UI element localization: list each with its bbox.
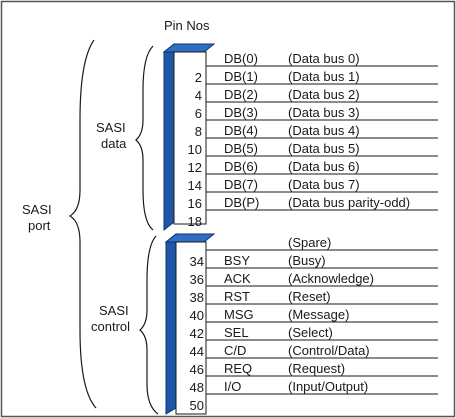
control-pin-signal-description: (Acknowledge)	[288, 271, 374, 286]
control-pin-pin-number: 40	[190, 308, 204, 323]
data-pin-signal-name: DB(7)	[224, 177, 258, 192]
control-pin-signal-description: (Busy)	[288, 253, 326, 268]
sasi-data-label-line2: data	[101, 136, 127, 151]
control-pin-pin-number: 44	[190, 344, 204, 359]
control-pin-rows: 34 (Spare) 36 BSY (Busy) 38 ACK (Acknowledge) 40…	[190, 235, 438, 413]
data-pin-signal-description: (Data bus parity-odd)	[288, 195, 410, 210]
data-pin-signal-description: (Data bus 4)	[288, 123, 360, 138]
data-pin-signal-name: DB(2)	[224, 87, 258, 102]
control-pin-signal-description: (Control/Data)	[288, 343, 370, 358]
data-pin-signal-description: (Data bus 5)	[288, 141, 360, 156]
data-pin-pin-number: 18	[188, 214, 202, 229]
control-pin-signal-description: (Select)	[288, 325, 333, 340]
control-pin-signal-name: C/D	[224, 343, 246, 358]
data-pin-pin-number: 16	[188, 196, 202, 211]
data-pin-signal-description: (Data bus 3)	[288, 105, 360, 120]
control-pin-signal-description: (Spare)	[288, 235, 331, 250]
data-pin-pin-number: 4	[195, 88, 202, 103]
control-pin-pin-number: 36	[190, 272, 204, 287]
control-pin-signal-name: REQ	[224, 361, 252, 376]
data-pin-signal-name: DB(5)	[224, 141, 258, 156]
sasi-data-brace	[135, 45, 154, 231]
sasi-control-label-line1: SASI	[99, 303, 129, 318]
data-pin-signal-name: DB(4)	[224, 123, 258, 138]
data-pin-signal-name: DB(1)	[224, 69, 258, 84]
data-pin-signal-description: (Data bus 7)	[288, 177, 360, 192]
data-connector-3d-side	[163, 42, 175, 232]
data-pin-pin-number: 6	[195, 106, 202, 121]
data-pin-signal-description: (Data bus 2)	[288, 87, 360, 102]
control-connector-3d-top	[164, 233, 216, 243]
data-pin-rows: 2DB(0)(Data bus 0)4DB(1)(Data bus 1)6DB(…	[188, 51, 438, 229]
control-pin-pin-number: 34	[190, 254, 204, 269]
data-connector-3d-top	[162, 43, 216, 53]
control-connector-3d-side	[165, 232, 177, 415]
data-pin-pin-number: 10	[188, 142, 202, 157]
control-pin-signal-description: (Message)	[288, 307, 349, 322]
control-pin-pin-number: 50	[190, 398, 204, 413]
data-pin-pin-number: 12	[188, 160, 202, 175]
data-pin-pin-number: 2	[195, 70, 202, 85]
data-pin-signal-description: (Data bus 1)	[288, 69, 360, 84]
control-pin-pin-number: 38	[190, 290, 204, 305]
control-pin-signal-name: ACK	[224, 271, 251, 286]
data-pin-signal-description: (Data bus 0)	[288, 51, 360, 66]
data-pin-signal-name: DB(0)	[224, 51, 258, 66]
data-pin-signal-name: DB(6)	[224, 159, 258, 174]
data-pin-pin-number: 14	[188, 178, 202, 193]
data-pin-pin-number: 8	[195, 124, 202, 139]
control-pin-pin-number: 46	[190, 362, 204, 377]
sasi-data-label-line1: SASI	[96, 120, 126, 135]
control-pin-signal-name: SEL	[224, 325, 249, 340]
control-pin-pin-number: 48	[190, 380, 204, 395]
control-pin-signal-name: RST	[224, 289, 250, 304]
sasi-control-brace	[139, 235, 159, 415]
control-pin-signal-name: MSG	[224, 307, 254, 322]
control-pin-signal-description: (Input/Output)	[288, 379, 368, 394]
data-pin-signal-name: DB(P)	[224, 195, 259, 210]
control-connector-face	[175, 241, 207, 415]
sasi-port-label-line2: port	[28, 218, 51, 233]
sasi-control-label-line2: control	[91, 319, 130, 334]
data-pin-signal-description: (Data bus 6)	[288, 159, 360, 174]
pin-nos-header: Pin Nos	[164, 18, 210, 33]
sasi-port-label-line1: SASI	[22, 202, 52, 217]
control-pin-pin-number: 42	[190, 326, 204, 341]
data-pin-signal-name: DB(3)	[224, 105, 258, 120]
control-pin-signal-name: BSY	[224, 253, 250, 268]
control-pin-signal-name: I/O	[224, 379, 241, 394]
control-pin-signal-description: (Request)	[288, 361, 345, 376]
control-pin-signal-description: (Reset)	[288, 289, 331, 304]
sasi-port-brace	[68, 39, 97, 409]
data-connector-face	[173, 51, 207, 225]
